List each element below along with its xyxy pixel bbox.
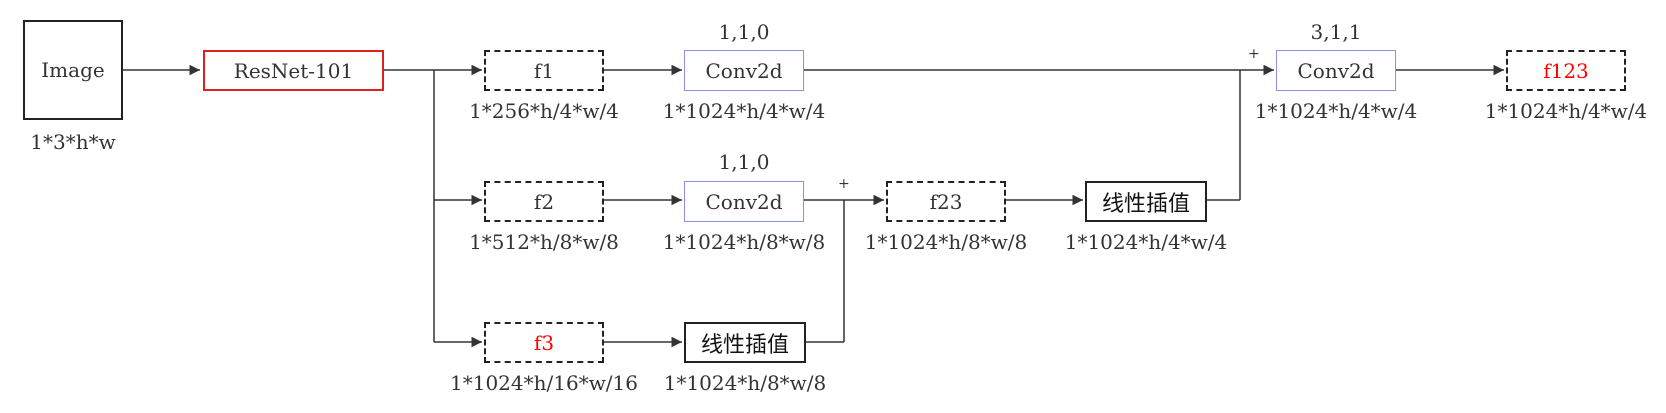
conv-b-node: Conv2d	[684, 181, 804, 222]
conv-a-node: Conv2d	[684, 50, 804, 91]
sum-symbol-lower: +	[838, 176, 850, 192]
f23-node: f23	[886, 181, 1006, 222]
f3-node: f3	[484, 322, 604, 363]
resnet-node: ResNet-101	[203, 50, 384, 91]
sum-symbol-upper: +	[1248, 46, 1260, 62]
conv-b-shape-label: 1*1024*h/8*w/8	[662, 230, 826, 254]
f2-shape-label: 1*512*h/8*w/8	[469, 230, 619, 254]
interp-b-shape-label: 1*1024*h/4*w/4	[1064, 230, 1228, 254]
f23-shape-label: 1*1024*h/8*w/8	[864, 230, 1028, 254]
interp-a-node-label: 线性插值	[700, 332, 789, 358]
f1-shape-label: 1*256*h/4*w/4	[469, 99, 619, 123]
conv-a-params: 1,1,0	[718, 20, 770, 44]
image-shape-label: 1*3*h*w	[30, 130, 116, 154]
interp-a-node: 线性插值	[684, 322, 806, 363]
conv-c-node: Conv2d	[1276, 50, 1396, 91]
interp-a-shape-label: 1*1024*h/8*w/8	[663, 371, 827, 395]
conv-a-shape-label: 1*1024*h/4*w/4	[662, 99, 826, 123]
f2-node-label: f2	[533, 189, 555, 214]
f2-node: f2	[484, 181, 604, 222]
conv-c-shape-label: 1*1024*h/4*w/4	[1254, 99, 1418, 123]
conv-b-params: 1,1,0	[718, 150, 770, 174]
interp-b-node: 线性插值	[1085, 181, 1207, 222]
f123-node-label: f123	[1543, 58, 1589, 83]
conv-c-node-label: Conv2d	[1297, 58, 1375, 83]
conv-b-node-label: Conv2d	[705, 189, 783, 214]
conv-a-node-label: Conv2d	[705, 58, 783, 83]
image-node-label: Image	[41, 58, 105, 82]
f123-shape-label: 1*1024*h/4*w/4	[1484, 99, 1648, 123]
f1-node: f1	[484, 50, 604, 91]
conv-c-params: 3,1,1	[1310, 20, 1362, 44]
f1-node-label: f1	[533, 58, 555, 83]
f123-node: f123	[1506, 50, 1626, 91]
interp-b-node-label: 线性插值	[1101, 191, 1190, 217]
f3-node-label: f3	[533, 330, 555, 355]
f23-node-label: f23	[929, 189, 963, 214]
f3-shape-label: 1*1024*h/16*w/16	[450, 371, 638, 395]
resnet-node-label: ResNet-101	[233, 58, 354, 83]
image-node: Image	[23, 20, 123, 120]
